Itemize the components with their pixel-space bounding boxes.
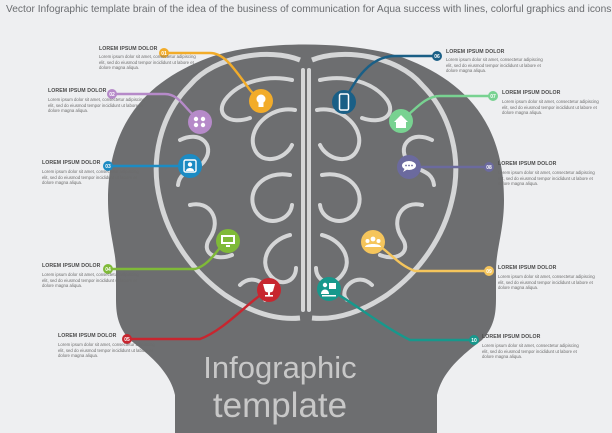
badge-09: 09 [484,266,494,276]
text-block-08: LOREM IPSUM DOLOR Lorem ipsum dolor sit … [498,161,598,187]
svg-text:07: 07 [490,94,496,100]
text-block-07: LOREM IPSUM DOLOR Lorem ipsum dolor sit … [502,90,602,116]
block-body: Lorem ipsum dolor sit amet, consectetur … [42,169,139,186]
text-block-01: LOREM IPSUM DOLOR Lorem ipsum dolor sit … [99,46,199,71]
text-block-03: LOREM IPSUM DOLOR Lorem ipsum dolor sit … [42,160,142,186]
lightbulb-icon [249,89,273,113]
badge-01: 01 [159,48,169,58]
svg-text:02: 02 [109,92,115,98]
block-body: Lorem ipsum dolor sit amet, consectetur … [498,170,595,187]
center-heading-line1: Infographic [203,350,357,385]
block-body: Lorem ipsum dolor sit amet, consectetur … [58,342,155,359]
block-body: Lorem ipsum dolor sit amet, consectetur … [48,97,145,114]
home-icon [389,109,413,133]
svg-text:04: 04 [105,267,111,273]
block-heading: LOREM IPSUM DOLOR [498,161,557,167]
speech-bubble-icon [397,155,421,179]
group-icon [361,230,385,254]
svg-text:10: 10 [471,338,477,344]
number-badges: 01 02 03 04 05 06 07 08 09 10 [103,48,498,345]
block-heading: LOREM IPSUM DOLOR [502,90,561,96]
block-heading: LOREM IPSUM DOLOR [99,46,158,52]
svg-text:06: 06 [434,54,440,60]
connector-01 [165,51,260,101]
text-block-02: LOREM IPSUM DOLOR Lorem ipsum dolor sit … [48,88,148,114]
block-heading: LOREM IPSUM DOLOR [42,160,101,166]
badge-03: 03 [103,161,113,171]
brain-right-hemisphere [311,51,459,321]
block-body: Lorem ipsum dolor sit amet, consectetur … [502,99,599,116]
badge-08: 08 [484,162,494,172]
svg-text:09: 09 [486,269,492,275]
text-block-05: LOREM IPSUM DOLOR Lorem ipsum dolor sit … [58,333,158,359]
text-block-04: LOREM IPSUM DOLOR Lorem ipsum dolor sit … [42,263,142,289]
block-body: Lorem ipsum dolor sit amet, consectetur … [498,274,595,291]
cards-icon [188,110,212,134]
brain-left-hemisphere [153,51,301,321]
icon-nodes [178,89,421,302]
block-heading: LOREM IPSUM DOLOR [446,49,505,55]
smartphone-icon [332,90,356,114]
page-title: Vector Infographic template brain of the… [6,4,612,15]
block-heading: LOREM IPSUM DOLOR [58,333,117,339]
text-block-09: LOREM IPSUM DOLOR Lorem ipsum dolor sit … [498,265,598,291]
center-heading-line2: template [212,386,348,425]
badge-04: 04 [103,264,113,274]
svg-text:08: 08 [486,165,492,171]
block-body: Lorem ipsum dolor sit amet, consectetur … [42,272,139,289]
presenter-icon [317,277,341,301]
block-body: Lorem ipsum dolor sit amet, consectetur … [446,57,543,74]
block-body: Lorem ipsum dolor sit amet, consectetur … [99,54,196,71]
block-heading: LOREM IPSUM DOLOR [498,265,557,271]
svg-text:05: 05 [124,337,130,343]
user-icon [178,154,202,178]
block-heading: LOREM IPSUM DOLOR [482,334,541,340]
monitor-icon [216,229,240,253]
badge-06: 06 [432,51,442,61]
svg-text:03: 03 [105,164,111,170]
text-block-10: LOREM IPSUM DOLOR Lorem ipsum dolor sit … [482,334,582,360]
trophy-icon [257,278,281,302]
text-block-06: LOREM IPSUM DOLOR Lorem ipsum dolor sit … [446,49,546,74]
svg-text:01: 01 [161,51,167,57]
badge-07: 07 [488,91,498,101]
badge-10: 10 [469,335,479,345]
block-heading: LOREM IPSUM DOLOR [42,263,101,269]
badge-05: 05 [122,334,132,344]
block-body: Lorem ipsum dolor sit amet, consectetur … [482,343,579,360]
badge-02: 02 [107,89,117,99]
block-heading: LOREM IPSUM DOLOR [48,88,107,94]
